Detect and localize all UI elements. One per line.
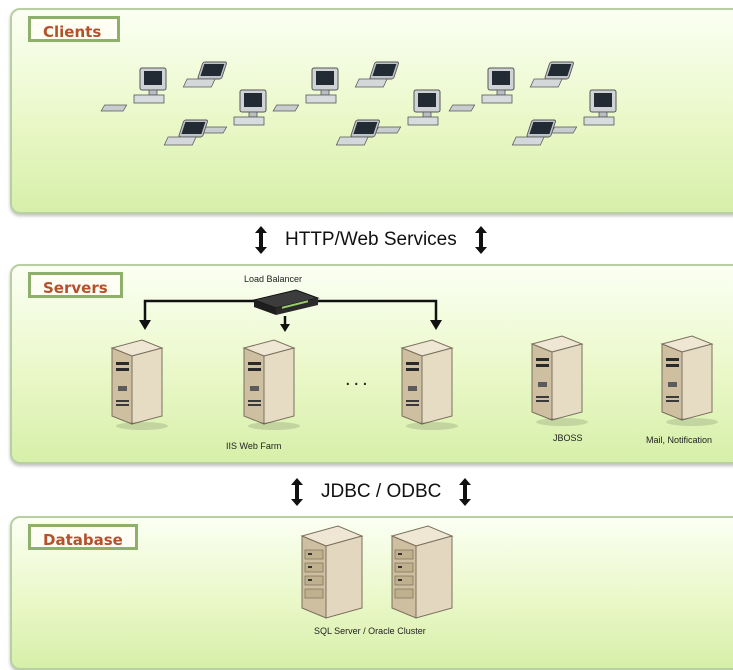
http-label: HTTP/Web Services [285,229,457,250]
double-arrow-icon [474,226,487,254]
arrow-head-icon [280,324,290,332]
arrow-head-icon [139,320,151,330]
mail-notification-label: Mail, Notification [646,435,713,445]
database-artwork [301,525,453,619]
database-server-icon [301,525,363,619]
database-panel: Database [10,516,733,670]
double-arrow-icon [291,478,303,506]
database-server-icon [391,525,453,619]
load-balancer-label: Load Balancer [244,274,303,284]
jdbc-label: JDBC / ODBC [321,481,442,502]
jdbc-connector: JDBC / ODBC [291,478,472,506]
cluster-label: SQL Server / Oracle Cluster [314,626,426,636]
database-title: Database [28,524,138,550]
clients-title: Clients [28,16,120,42]
server-ellipsis: ... [345,368,371,390]
servers-artwork [111,289,719,431]
load-balancer-icon [252,289,320,315]
arrow-head-icon [430,320,442,330]
http-connector: HTTP/Web Services [255,226,487,254]
jboss-label: JBOSS [553,433,583,443]
double-arrow-icon [459,478,472,506]
double-arrow-icon [255,226,267,254]
iis-web-farm-label: IIS Web Farm [226,441,282,451]
servers-title: Servers [28,272,123,298]
